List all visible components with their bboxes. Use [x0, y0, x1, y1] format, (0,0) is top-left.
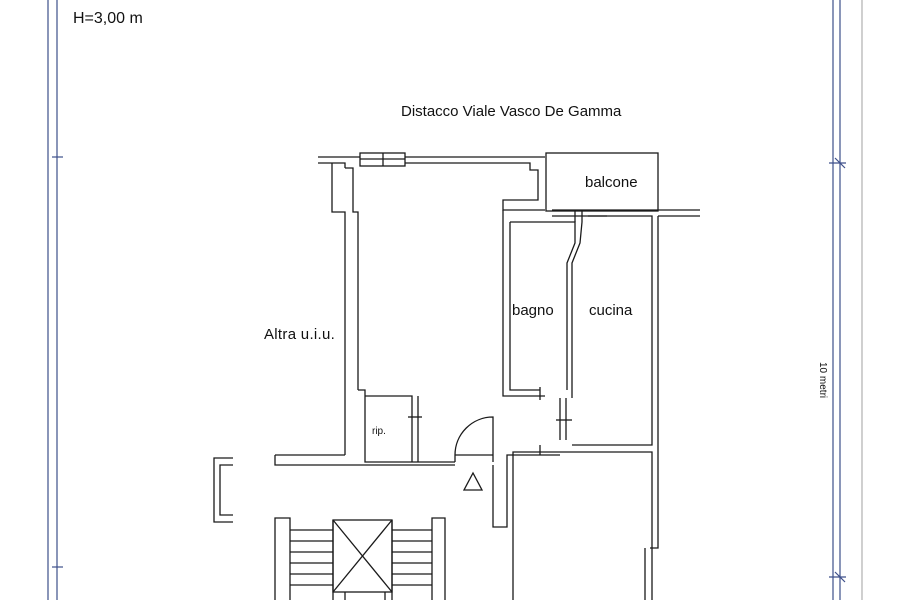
- balcony-label: balcone: [585, 174, 638, 191]
- kitchen-label: cucina: [589, 302, 633, 319]
- other-unit-label: Altra u.i.u.: [264, 326, 336, 343]
- storage-label: rip.: [372, 426, 386, 437]
- sheet-frame: [47, 0, 863, 600]
- entrance-marker: [462, 471, 484, 491]
- entrance-door: [454, 416, 494, 462]
- scale-label: 10 metri: [817, 362, 828, 399]
- ceiling-height-label: H=3,00 m: [73, 10, 143, 27]
- street-label: Distacco Viale Vasco De Gamma: [401, 103, 622, 120]
- lift-shaft: [332, 519, 393, 593]
- balcony-outline: [545, 152, 659, 212]
- bathroom-label: bagno: [512, 302, 554, 319]
- walls: [213, 152, 700, 600]
